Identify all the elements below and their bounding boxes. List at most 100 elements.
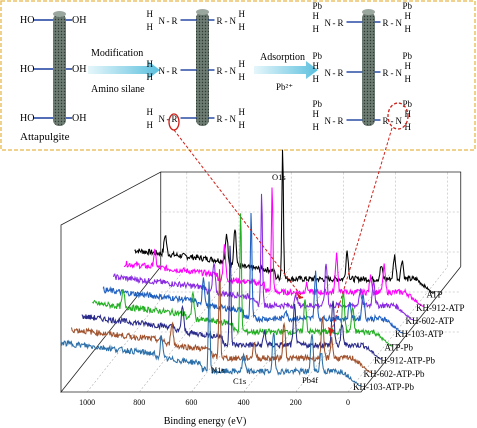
series-line <box>60 281 362 387</box>
h-label: H <box>147 120 154 130</box>
series-line <box>70 269 372 373</box>
svg-text:Amino silane: Amino silane <box>91 84 145 95</box>
h-label: H <box>239 72 246 82</box>
attapulgite-rod: HO OH HO OH HO OH Attapulgite <box>20 11 86 143</box>
h-label: H <box>313 122 320 132</box>
lead-label: Pb <box>313 1 323 11</box>
n-label: N <box>159 66 166 76</box>
x-tick-label: 800 <box>133 398 145 407</box>
r-label: R <box>338 18 344 28</box>
bond-dash: - <box>225 114 228 124</box>
series-label: ATP-Pb <box>385 342 414 352</box>
series-line <box>81 245 383 360</box>
h-label: H <box>313 61 320 71</box>
lead-label: Pb <box>313 51 323 61</box>
modification-arrow: Modification Amino silane <box>88 48 160 95</box>
series-label: KH-103-ATP-Pb <box>353 382 415 392</box>
series-label: KH-103-ATP <box>395 329 444 339</box>
n-label: N <box>396 18 403 28</box>
hydroxyl-groups: HO OH HO OH HO OH <box>20 15 86 124</box>
h-label: H <box>147 72 154 82</box>
n-label: N <box>396 68 403 78</box>
xps-waterfall-chart: ATPKH-912-ATPKH-602-ATPKH-103-ATPATP-PbK… <box>60 127 465 427</box>
h-label: H <box>405 61 412 71</box>
n-label: N <box>325 116 332 126</box>
lead-label: Pb <box>403 1 413 11</box>
h-label: H <box>405 24 412 34</box>
h-label: H <box>239 9 246 19</box>
h-label: H <box>405 11 412 21</box>
peak-annotation: Pb4f <box>302 375 318 385</box>
reaction-scheme: HO OH HO OH HO OH Attapulgite Modificati… <box>0 0 476 151</box>
x-tick-label: 400 <box>238 398 250 407</box>
h-label: H <box>147 59 154 69</box>
r-label: R <box>338 116 344 126</box>
h-label: H <box>313 11 320 21</box>
lead-label: Pb <box>403 99 413 109</box>
bond-dash: - <box>167 114 170 124</box>
n-label: N <box>159 114 166 124</box>
floor-frame <box>61 266 462 393</box>
x-tick-label: 600 <box>185 398 197 407</box>
r-label: R <box>217 114 223 124</box>
back-wall <box>160 171 462 267</box>
peak-annotation: C1s <box>233 376 246 386</box>
bond-dash: - <box>391 68 394 78</box>
bond-dash: - <box>333 18 336 28</box>
svg-text:Adsorption: Adsorption <box>260 52 305 63</box>
highlight-circle-right <box>387 102 409 130</box>
floor-gridline <box>139 266 240 393</box>
svg-text:OH: OH <box>72 113 86 124</box>
bond-dash: - <box>391 116 394 126</box>
adsorption-arrow: Adsorption Pb²⁺ <box>254 52 318 92</box>
lead-label: Pb <box>313 99 323 109</box>
modified-rod <box>196 9 209 126</box>
svg-text:Modification: Modification <box>91 48 143 59</box>
series-label: ATP <box>427 290 443 300</box>
svg-text:OH: OH <box>72 15 86 26</box>
h-label: H <box>147 9 154 19</box>
n-label: N <box>396 116 403 126</box>
r-label: R <box>338 68 344 78</box>
floor-gridline <box>295 266 396 393</box>
connector-line-1 <box>173 129 304 299</box>
svg-text:Pb²⁺: Pb²⁺ <box>276 82 293 92</box>
n-label: N <box>230 114 237 124</box>
h-label: H <box>239 120 246 130</box>
attapulgite-label: Attapulgite <box>20 131 70 143</box>
x-tick-label: 200 <box>290 398 302 407</box>
r-label: R <box>383 68 389 78</box>
series-line <box>112 193 414 321</box>
bond-dash: - <box>333 116 336 126</box>
lead-label: Pb <box>403 51 413 61</box>
h-label: H <box>147 22 154 32</box>
series-label: KH-602-ATP-Pb <box>364 369 426 379</box>
bond-dash: - <box>391 18 394 28</box>
n-label: N <box>159 16 166 26</box>
peak-annotation: N1s <box>211 365 225 375</box>
svg-text:HO: HO <box>20 113 34 124</box>
r-label: R <box>217 66 223 76</box>
h-label: H <box>313 74 320 84</box>
connector-arrowhead-2 <box>328 327 334 336</box>
svg-text:OH: OH <box>72 64 86 75</box>
bond-dash: - <box>225 16 228 26</box>
bond-dash: - <box>333 68 336 78</box>
r-label: R <box>383 116 389 126</box>
h-label: H <box>239 59 246 69</box>
lead-adsorbed-rod <box>362 9 375 126</box>
x-tick-label: 0 <box>346 398 350 407</box>
bond-dash: - <box>167 16 170 26</box>
series-line <box>124 187 425 307</box>
svg-text:HO: HO <box>20 15 34 26</box>
svg-text:HO: HO <box>20 64 34 75</box>
r-label: R <box>172 66 178 76</box>
bond-dash: - <box>167 66 170 76</box>
n-label: N <box>230 66 237 76</box>
connector-arrowhead-1 <box>296 292 303 299</box>
h-label: H <box>147 107 154 117</box>
n-label: N <box>325 68 332 78</box>
